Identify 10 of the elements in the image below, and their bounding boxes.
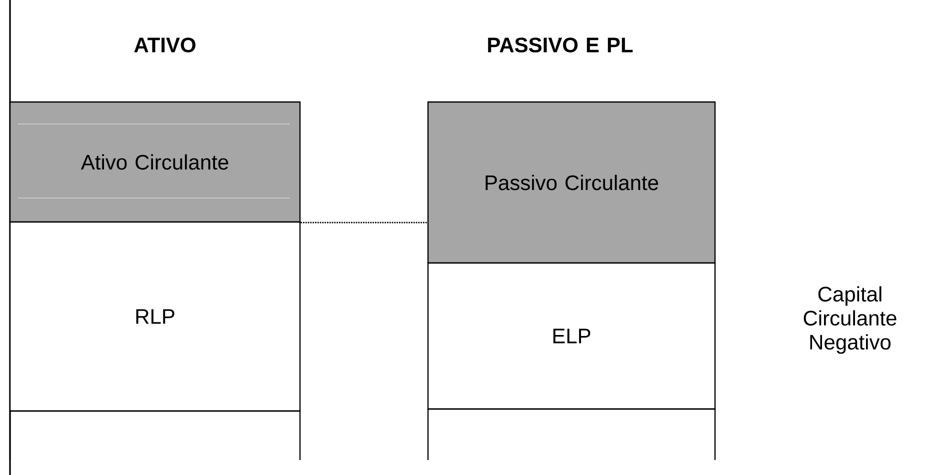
open-box bbox=[427, 408, 716, 460]
column-heading: PASSIVO E PL bbox=[488, 38, 633, 52]
open-box bbox=[9, 410, 301, 460]
balance-box: Ativo Circulante bbox=[9, 101, 301, 223]
column-heading: ATIVO bbox=[134, 38, 196, 52]
connector-line bbox=[300, 222, 428, 224]
balance-box: Passivo Circulante bbox=[427, 101, 716, 264]
balance-box: ELP bbox=[427, 262, 716, 410]
balance-box: RLP bbox=[9, 221, 301, 412]
side-note: Capital Circulante Negativo bbox=[804, 286, 896, 354]
